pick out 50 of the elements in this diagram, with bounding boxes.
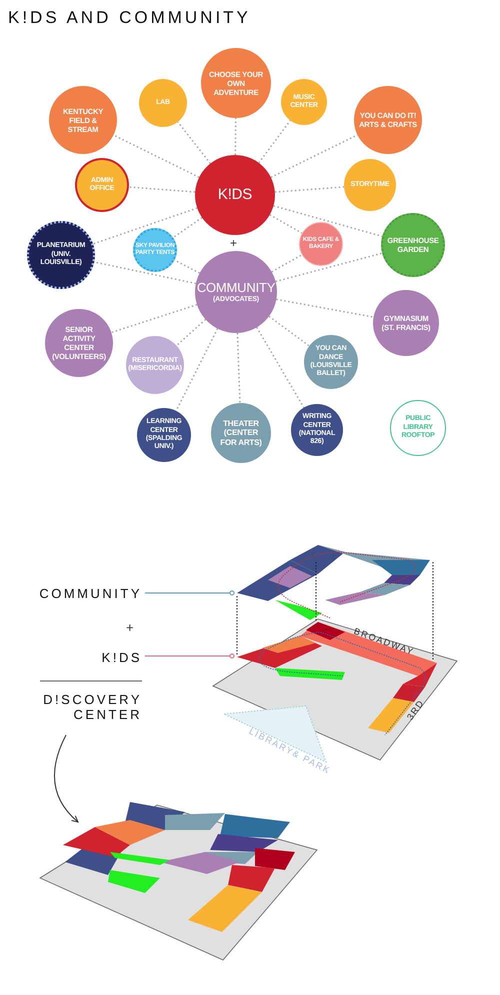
circle-node (126, 336, 184, 394)
leader-line (144, 654, 234, 658)
dotted-connector (172, 217, 202, 238)
projection-line (236, 596, 238, 656)
dotted-connector (175, 328, 218, 412)
dotted-connector (256, 326, 304, 408)
dotted-connector (92, 207, 198, 245)
dotted-connector (258, 120, 291, 164)
layer-label: COMMUNITY (20, 586, 142, 601)
dotted-connector (273, 205, 382, 238)
dotted-connector (176, 318, 206, 346)
circle-node (77, 160, 127, 210)
dotted-connector (94, 261, 196, 284)
circle-node (133, 228, 177, 272)
hub-circle (195, 251, 277, 333)
circle-node (304, 335, 358, 389)
dotted-connector (126, 186, 196, 193)
dotted-connector (174, 259, 200, 274)
circle-node (139, 79, 187, 127)
dotted-connector (269, 214, 302, 234)
plus-sign: + (230, 236, 238, 250)
dotted-connector (268, 316, 310, 347)
layer-label: D!SCOVERY CENTER (20, 692, 142, 722)
node-label: COMMUNITY (196, 280, 276, 296)
node-label: K!DS (218, 186, 252, 204)
title: K!DS AND COMMUNITY (8, 8, 251, 28)
site-model-drawing (39, 802, 318, 960)
dotted-connector (275, 252, 382, 282)
dotted-connector (236, 332, 241, 404)
dotted-connector (271, 254, 302, 272)
dotted-connector (111, 304, 198, 334)
dotted-connector (177, 121, 211, 164)
hub-circle (195, 155, 275, 235)
circle-node (299, 222, 343, 266)
circle-node (344, 159, 396, 211)
floor-layer-drawing (237, 545, 430, 620)
dotted-connector (276, 298, 374, 318)
plus-sign: + (126, 620, 134, 635)
curved-arrow (54, 734, 78, 822)
dotted-connector (234, 118, 236, 155)
circle-node (291, 404, 343, 456)
projection-line (432, 562, 434, 662)
layer-label: K!DS (20, 650, 142, 665)
leader-line (144, 590, 234, 596)
dotted-connector (274, 186, 344, 193)
circle-node (281, 79, 327, 125)
node-label: THEATER (CENTER FOR ARTS) (219, 418, 263, 448)
dotted-connector (270, 134, 358, 178)
dotted-connector (113, 134, 200, 178)
circle-node (137, 408, 191, 462)
